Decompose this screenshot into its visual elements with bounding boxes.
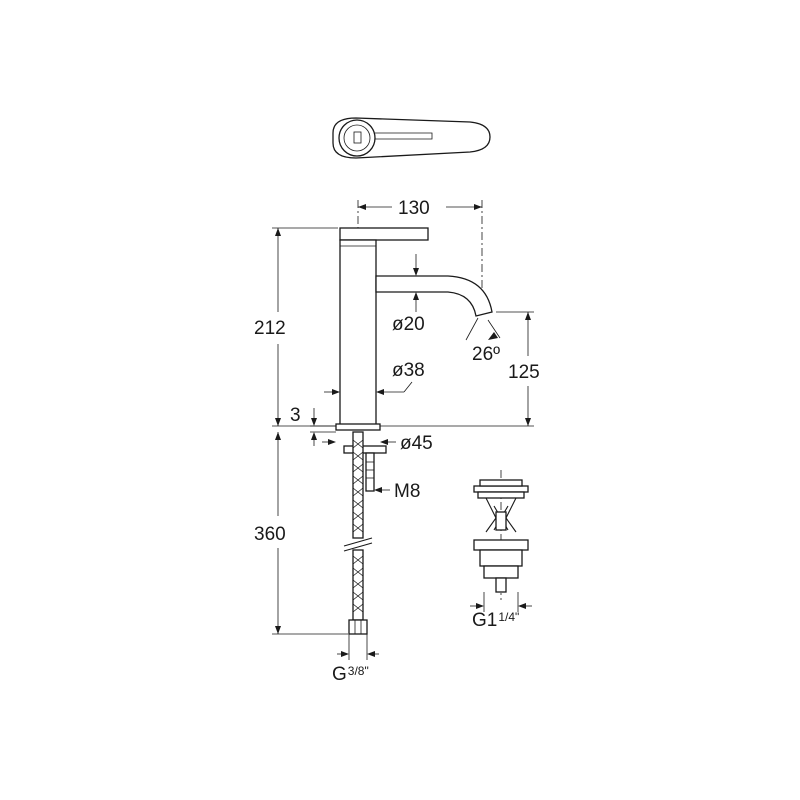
reach-label: 130 <box>398 198 430 219</box>
body-diameter-label: ø38 <box>392 360 425 381</box>
hose-thread-label: G3/8" <box>332 664 369 685</box>
brand-mark-icon <box>353 131 362 144</box>
waste-thread-label: G11/4" <box>472 610 519 631</box>
fixing-washer <box>343 445 387 454</box>
under-counter-fittings <box>343 431 387 635</box>
spout-angle-dimension: 26º <box>465 317 501 365</box>
spout-diameter-label: ø20 <box>392 314 425 335</box>
body-diameter-dimension: ø38 <box>324 360 425 395</box>
hose-length-label: 360 <box>254 524 286 545</box>
reach-dimension: 130 <box>358 198 482 219</box>
fixing-rod <box>365 452 375 492</box>
hose-connector-nut <box>348 619 368 635</box>
spout-height-label: 125 <box>508 362 540 383</box>
fixing-rod-label: M8 <box>394 481 420 502</box>
spout-height-dimension: 125 <box>380 311 540 427</box>
spout <box>375 275 493 317</box>
body-column <box>339 239 377 427</box>
base-ring <box>335 423 381 431</box>
faucet-side-view <box>335 227 493 431</box>
spout-diameter-dimension: ø20 <box>392 254 425 335</box>
fixing-rod-dimension: M8 <box>374 481 420 502</box>
base-diameter-label: ø45 <box>400 433 433 454</box>
waste-body <box>479 549 523 567</box>
top-view <box>332 117 491 159</box>
hose-thread-dimension: G3/8" <box>332 634 379 685</box>
total-height-label: 212 <box>254 318 286 339</box>
total-height-dimension: 212 <box>254 227 338 427</box>
handle-lever <box>339 227 429 241</box>
base-gap-dimension: 3 <box>290 405 336 446</box>
base-gap-label: 3 <box>290 405 301 426</box>
base-diameter-dimension: ø45 <box>322 433 433 454</box>
waste-valve: G11/4" <box>470 470 532 631</box>
hose-length-dimension: 360 <box>254 432 348 635</box>
spout-angle-label: 26º <box>472 344 500 365</box>
waste-flange <box>473 539 529 551</box>
waste-cap <box>473 485 529 493</box>
braided-hose-upper <box>352 431 364 539</box>
